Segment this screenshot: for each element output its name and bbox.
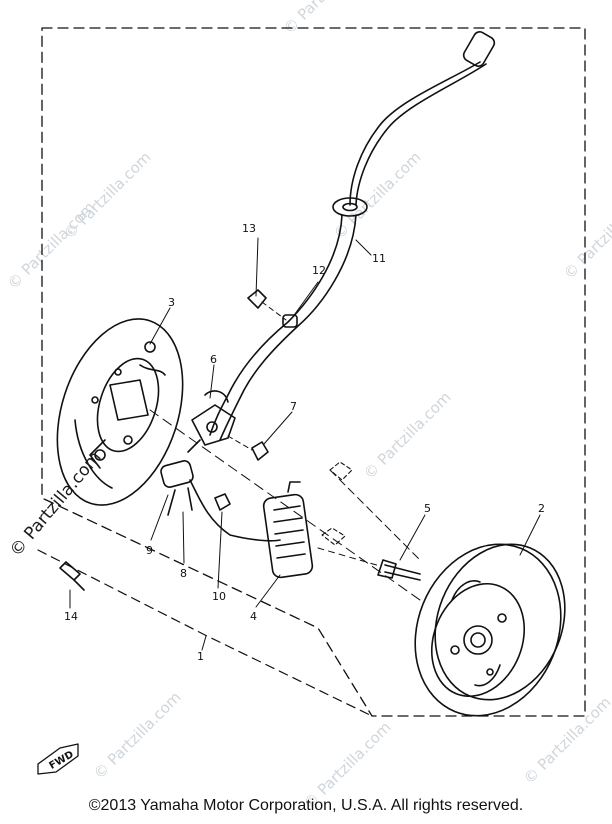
connector-10 <box>214 493 231 511</box>
wire-harness <box>349 61 481 206</box>
callout-4: 4 <box>250 610 257 623</box>
callout-9: 9 <box>146 544 153 557</box>
callout-11: 11 <box>372 252 386 265</box>
clamp-screw <box>247 289 267 309</box>
lighting-coil <box>262 493 314 579</box>
fwd-arrow-icon <box>37 743 79 775</box>
condenser <box>160 460 194 488</box>
assembly-outline <box>41 27 586 717</box>
callout-12: 12 <box>312 264 326 277</box>
callout-10: 10 <box>212 590 226 603</box>
condenser-bracket <box>167 487 193 516</box>
callout-14: 14 <box>64 610 78 623</box>
callout-2: 2 <box>538 502 545 515</box>
screw-7 <box>251 441 269 461</box>
callout-8: 8 <box>180 567 187 580</box>
copyright-footer: ©2013 Yamaha Motor Corporation, U.S.A. A… <box>88 797 524 814</box>
callout-6: 6 <box>210 353 217 366</box>
wire-connector <box>462 31 496 67</box>
screw-14 <box>59 561 81 581</box>
callout-7: 7 <box>290 400 297 413</box>
wire-clamp <box>282 314 298 328</box>
contact-breaker <box>191 404 236 446</box>
callout-5: 5 <box>424 502 431 515</box>
grommet <box>332 197 368 217</box>
callout-3: 3 <box>168 296 175 309</box>
callout-1: 1 <box>197 650 204 663</box>
callout-13: 13 <box>242 222 256 235</box>
bolt-5 <box>384 564 421 575</box>
stator-plate <box>56 318 184 506</box>
leader-1 <box>37 549 373 717</box>
center-axis <box>149 409 421 601</box>
